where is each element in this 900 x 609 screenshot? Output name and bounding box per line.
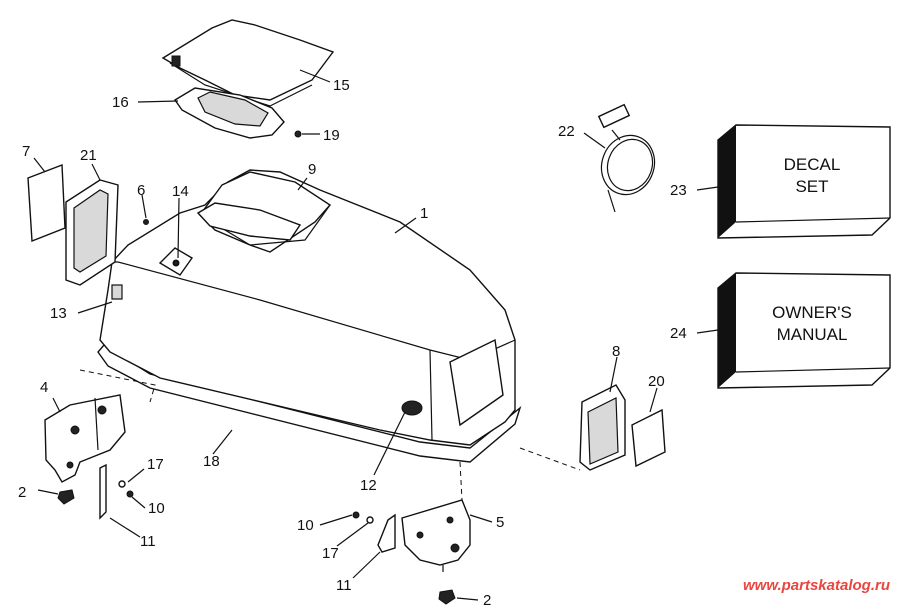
lid-gasket xyxy=(173,87,285,139)
callout-20: 20 xyxy=(648,373,665,390)
callout-19: 19 xyxy=(323,127,340,144)
decal-box-line2: SET xyxy=(795,177,828,196)
callout-23: 23 xyxy=(670,182,687,199)
callout-22: 22 xyxy=(558,123,575,140)
callout-18: 18 xyxy=(203,453,220,470)
bracket-5-dashed-link xyxy=(459,461,463,501)
bracket-5 xyxy=(401,499,471,572)
rear-dashed-link xyxy=(519,447,581,471)
callout-16: 16 xyxy=(112,94,129,111)
decal-box-line1: DECAL xyxy=(784,155,841,174)
callout-15: 15 xyxy=(333,77,350,94)
callout-1: 1 xyxy=(420,205,428,222)
callout-8: 8 xyxy=(612,343,620,360)
callout-6: 6 xyxy=(137,182,145,199)
manual-box-line2: MANUAL xyxy=(777,325,848,344)
callout-12: 12 xyxy=(360,477,377,494)
rear-vent-8 xyxy=(579,384,626,471)
clip-11-left xyxy=(99,463,107,520)
cable-22 xyxy=(597,103,656,213)
callout-9: 9 xyxy=(308,161,316,178)
manual-box-line1: OWNER'S xyxy=(772,303,852,322)
bracket-4 xyxy=(44,394,126,483)
hardware xyxy=(57,130,456,605)
callout-10-left: 10 xyxy=(148,500,165,517)
callout-7: 7 xyxy=(22,143,30,160)
decal-20 xyxy=(631,408,666,468)
callout-21: 21 xyxy=(80,147,97,164)
callout-2-left: 2 xyxy=(18,484,26,501)
decal-set-box xyxy=(717,124,891,239)
callout-4: 4 xyxy=(40,379,48,396)
callout-24: 24 xyxy=(670,325,687,342)
callout-14: 14 xyxy=(172,183,189,200)
top-lid xyxy=(161,19,335,107)
callout-10-right: 10 xyxy=(297,517,314,534)
callout-17-right: 17 xyxy=(322,545,339,562)
callout-5: 5 xyxy=(496,514,504,531)
callout-17-left: 17 xyxy=(147,456,164,473)
callout-11-right: 11 xyxy=(336,577,352,594)
decal-7 xyxy=(27,164,66,243)
bracket-4-dashed-link xyxy=(79,369,156,403)
clip-11-right xyxy=(377,513,396,553)
callout-2-right: 2 xyxy=(483,592,491,609)
side-vent-21 xyxy=(65,179,119,286)
owners-manual-box xyxy=(717,272,891,389)
callout-11-left: 11 xyxy=(140,533,156,550)
callout-13: 13 xyxy=(50,305,67,322)
watermark: www.partskatalog.ru xyxy=(743,577,890,594)
leader-lines xyxy=(33,69,719,601)
engine-cover xyxy=(97,169,522,463)
